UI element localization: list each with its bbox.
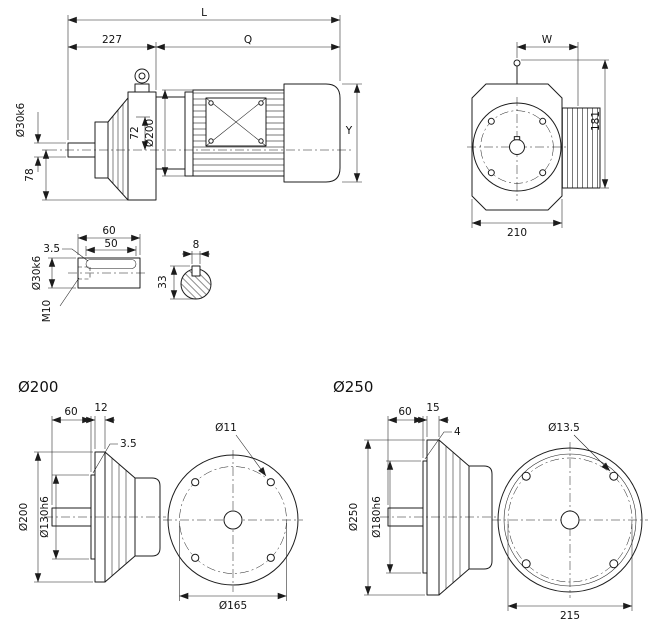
gear-housing	[468, 465, 493, 570]
flange-plate	[426, 439, 440, 596]
dim-pilot-dia: Ø180h6	[371, 496, 383, 538]
dim-motor-dia: Ø200	[144, 119, 156, 147]
key-outline	[191, 265, 201, 277]
dim-axis-height: 72	[129, 126, 141, 139]
dim-hole-dia: Ø11	[215, 422, 237, 434]
dim-foot-height: 78	[24, 168, 36, 181]
dim-shaft-dia: Ø30k6	[15, 102, 27, 137]
side-view: L 227 Q Ø30k6 78 72 Ø200 Y	[15, 7, 362, 201]
ribbed-cone	[438, 439, 470, 596]
dim-pilot-dia: Ø130h6	[39, 496, 51, 538]
keyway-slot	[85, 259, 137, 269]
fan-cowl	[283, 83, 341, 183]
flange-outer-circle	[497, 447, 643, 593]
dim-outer-dia: Ø250	[348, 503, 360, 531]
flange-200-title: Ø200	[18, 378, 58, 396]
shaft-detail: 60 50 Ø30k6 3.5 M10	[31, 225, 148, 322]
dim-keyway-length: 50	[104, 238, 117, 250]
shaft-hole	[509, 139, 525, 155]
dim-keyway-depth: 3.5	[43, 243, 60, 255]
dim-shaft-dia-detail: Ø30k6	[31, 255, 43, 290]
motor-adapter	[155, 96, 186, 170]
dim-spigot: 3.5	[120, 438, 137, 450]
dim-flange-thickness: 12	[94, 402, 107, 414]
dim-bolt-circle: 215	[560, 610, 580, 622]
dim-shaft-length: 60	[102, 225, 115, 237]
motor-flange	[184, 91, 194, 177]
dim-shaft-length: 60	[398, 406, 411, 418]
motor-fins-block	[561, 107, 601, 189]
dim-width-W: W	[542, 34, 553, 46]
dim-bolt-circle: Ø165	[219, 600, 247, 612]
dim-outer-dia: Ø200	[18, 503, 30, 531]
dim-key-width: 8	[193, 239, 200, 251]
dim-tap-thread: M10	[41, 300, 53, 322]
flange-200-view: Ø200 60 12 3.5 Ø200 Ø130h6	[18, 378, 303, 612]
dim-gear-unit-length: 227	[102, 34, 122, 46]
key-section: 8 33	[157, 239, 212, 300]
dim-motor-length: Q	[244, 34, 252, 46]
flange-face-circle	[472, 102, 562, 192]
dim-height-Y: Y	[345, 125, 353, 137]
dim-key-height: 33	[157, 275, 169, 288]
eyebolt-icon	[513, 59, 521, 67]
dim-base-width: 210	[507, 227, 527, 239]
flange-250-title: Ø250	[333, 378, 373, 396]
center-hole	[223, 510, 243, 530]
front-view: W 181 210	[467, 34, 609, 239]
dim-spigot: 4	[454, 426, 461, 438]
dim-height-181: 181	[590, 111, 602, 131]
dim-hole-dia: Ø13.5	[548, 422, 580, 434]
center-hole	[560, 510, 580, 530]
flange-250-view: Ø250 60 15 4 Ø250 Ø180h6	[333, 378, 648, 622]
dim-overall-length: L	[201, 7, 207, 19]
dim-flange-thickness: 15	[426, 402, 439, 414]
dim-shaft-length: 60	[64, 406, 77, 418]
flange-outer-circle	[167, 454, 299, 586]
